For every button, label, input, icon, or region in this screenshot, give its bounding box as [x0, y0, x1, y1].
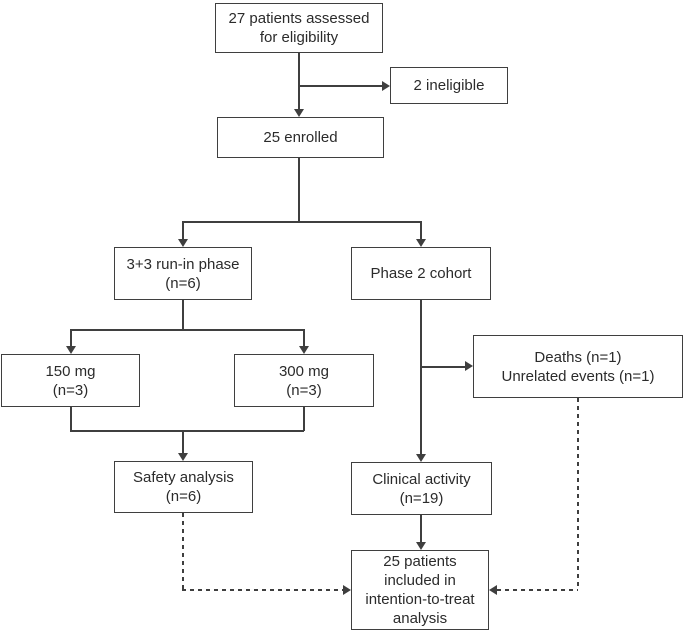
box-300mg: 300 mg (n=3)	[234, 354, 374, 407]
connector-merge-to-safety	[182, 430, 184, 453]
dashed-connector-deaths-to-itt	[497, 589, 578, 591]
connector-enrolled-branch	[182, 221, 422, 223]
arrowhead-into-150mg	[66, 346, 76, 354]
arrowhead-into-clinical	[416, 454, 426, 462]
box-run-in-phase: 3+3 run-in phase (n=6)	[114, 247, 252, 300]
dashed-connector-safety-down	[182, 513, 184, 590]
connector-clinical-to-itt	[420, 515, 422, 542]
connector-phase2-to-clinical	[420, 300, 422, 454]
connector-dose-branch	[70, 329, 304, 331]
box-150mg: 150 mg (n=3)	[1, 354, 140, 407]
box-safety-analysis: Safety analysis (n=6)	[114, 461, 253, 513]
box-ineligible: 2 ineligible	[390, 67, 508, 104]
connector-branch-to-phase2	[420, 221, 422, 239]
box-itt-analysis: 25 patients included in intention-to-tre…	[351, 550, 489, 630]
connector-300mg-down	[303, 407, 305, 431]
connector-run-in-down	[182, 300, 184, 330]
box-enrolled: 25 enrolled	[217, 117, 384, 158]
connector-branch-to-150mg	[70, 329, 72, 346]
connector-150mg-down	[70, 407, 72, 431]
box-clinical-activity: Clinical activity (n=19)	[351, 462, 492, 515]
arrowhead-into-run-in	[178, 239, 188, 247]
connector-dose-merge	[70, 430, 304, 432]
box-deaths-unrelated-events: Deaths (n=1) Unrelated events (n=1)	[473, 335, 683, 398]
arrowhead-into-itt-left	[343, 585, 351, 595]
dashed-connector-safety-to-itt	[182, 589, 343, 591]
arrowhead-into-safety	[178, 453, 188, 461]
arrowhead-into-deaths	[465, 361, 473, 371]
connector-branch-to-300mg	[303, 329, 305, 346]
arrowhead-into-itt-top	[416, 542, 426, 550]
arrowhead-into-enrolled	[294, 109, 304, 117]
connector-assessed-to-ineligible	[299, 85, 382, 87]
connector-assessed-to-enrolled	[298, 53, 300, 109]
box-phase-2-cohort: Phase 2 cohort	[351, 247, 491, 300]
box-assessed-eligibility: 27 patients assessed for eligibility	[215, 3, 383, 53]
connector-enrolled-down	[298, 158, 300, 222]
arrowhead-into-itt-right	[489, 585, 497, 595]
connector-branch-to-run-in	[182, 221, 184, 239]
connector-phase2-to-deaths	[421, 366, 465, 368]
arrowhead-into-phase2	[416, 239, 426, 247]
arrowhead-into-ineligible	[382, 81, 390, 91]
arrowhead-into-300mg	[299, 346, 309, 354]
dashed-connector-deaths-down	[577, 398, 579, 590]
